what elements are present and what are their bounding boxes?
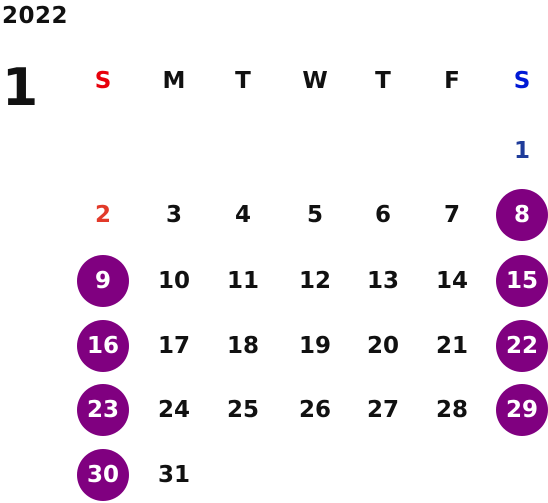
day-cell-28[interactable]: 28 <box>435 396 468 423</box>
day-cell-13[interactable]: 13 <box>366 267 399 294</box>
day-cell-7[interactable]: 7 <box>443 201 460 228</box>
day-cell-17[interactable]: 17 <box>157 332 190 359</box>
day-cell-12[interactable]: 12 <box>298 267 331 294</box>
day-cell-11[interactable]: 11 <box>226 267 259 294</box>
day-cell-27[interactable]: 27 <box>366 396 399 423</box>
weekday-header-thu: T <box>375 67 391 94</box>
day-cell-25[interactable]: 25 <box>226 396 259 423</box>
weekday-header-fri: F <box>444 67 460 94</box>
day-cell-1[interactable]: 1 <box>513 137 530 164</box>
weekday-header-mon: M <box>162 67 186 94</box>
day-cell-30[interactable]: 30 <box>77 449 129 501</box>
day-cell-2[interactable]: 2 <box>94 201 111 228</box>
day-cell-26[interactable]: 26 <box>298 396 331 423</box>
day-cell-20[interactable]: 20 <box>366 332 399 359</box>
weekday-header-wed: W <box>302 67 328 94</box>
day-cell-9[interactable]: 9 <box>77 255 129 307</box>
day-cell-31[interactable]: 31 <box>157 461 190 488</box>
day-cell-8[interactable]: 8 <box>496 189 548 241</box>
day-cell-24[interactable]: 24 <box>157 396 190 423</box>
day-cell-10[interactable]: 10 <box>157 267 190 294</box>
day-cell-29[interactable]: 29 <box>496 384 548 436</box>
day-cell-18[interactable]: 18 <box>226 332 259 359</box>
year-label: 2022 <box>2 3 69 29</box>
month-number: 1 <box>2 58 39 118</box>
weekday-header-sat: S <box>513 67 531 94</box>
day-cell-21[interactable]: 21 <box>435 332 468 359</box>
day-cell-4[interactable]: 4 <box>234 201 251 228</box>
weekday-header-tue: T <box>235 67 251 94</box>
day-cell-14[interactable]: 14 <box>435 267 468 294</box>
day-cell-5[interactable]: 5 <box>306 201 323 228</box>
day-cell-3[interactable]: 3 <box>165 201 182 228</box>
day-cell-16[interactable]: 16 <box>77 320 129 372</box>
day-cell-15[interactable]: 15 <box>496 255 548 307</box>
day-cell-6[interactable]: 6 <box>374 201 391 228</box>
weekday-header-sun: S <box>94 67 112 94</box>
day-cell-22[interactable]: 22 <box>496 320 548 372</box>
day-cell-19[interactable]: 19 <box>298 332 331 359</box>
day-cell-23[interactable]: 23 <box>77 384 129 436</box>
